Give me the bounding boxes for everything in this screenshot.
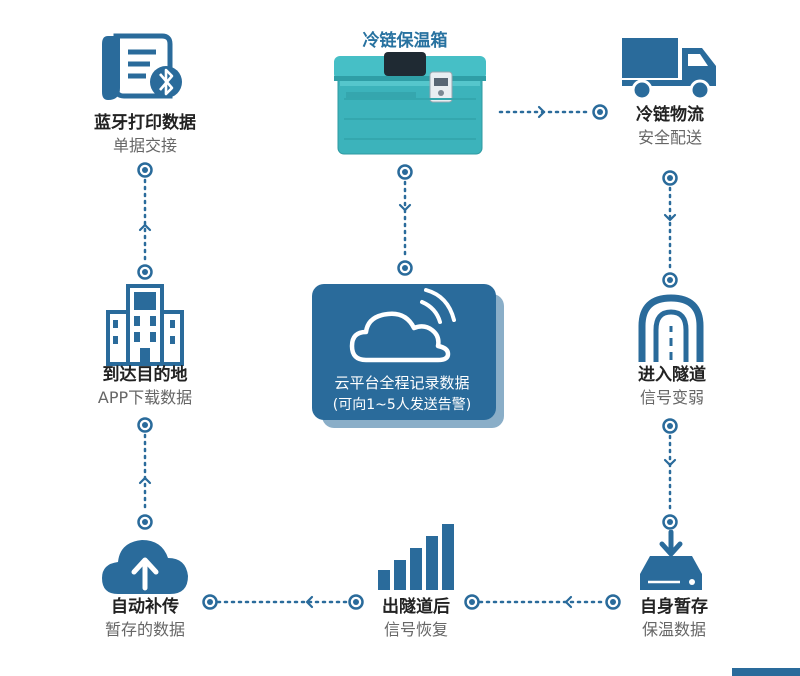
node-bluetooth-print: 蓝牙打印数据 单据交接 (65, 112, 225, 158)
connector-box-to-logistics (498, 104, 608, 120)
node-subtitle: 安全配送 (637, 128, 702, 147)
node-title: 冷链物流 (636, 105, 704, 125)
corner-bar (732, 668, 800, 676)
node-title: 自动补传 (111, 597, 179, 617)
node-arrive-destination: 到达目的地 APP下载数据 (65, 364, 225, 410)
node-subtitle: 保温数据 (641, 620, 706, 639)
connector-recover-to-upload (202, 594, 364, 610)
node-subtitle: 暂存的数据 (104, 620, 185, 639)
connector-logistics-to-tunnel (662, 170, 678, 288)
node-exit-tunnel: 出隧道后 信号恢复 (336, 596, 496, 642)
tunnel-icon (638, 294, 704, 362)
node-subtitle: 单据交接 (112, 136, 177, 155)
cooler-box-icon (334, 52, 486, 155)
cloud-platform-card (312, 284, 504, 428)
cloud-upload-icon (102, 540, 188, 594)
connector-tunnel-to-storage (662, 418, 678, 530)
node-title: 蓝牙打印数据 (94, 113, 196, 133)
node-cold-chain-logistics: 冷链物流 安全配送 (590, 104, 750, 150)
connector-upload-to-arrive (137, 417, 153, 530)
node-title: 到达目的地 (102, 365, 188, 385)
building-icon (106, 284, 184, 366)
node-subtitle: 信号变弱 (639, 388, 704, 407)
connector-box-to-cloud (397, 164, 413, 276)
bluetooth-print-icon (102, 33, 182, 100)
node-auto-upload: 自动补传 暂存的数据 (65, 596, 225, 642)
box-title: 冷链保温箱 (362, 31, 448, 51)
connector-arrive-to-bluetooth (137, 162, 153, 280)
cloud-wifi-icon (349, 288, 456, 363)
node-enter-tunnel: 进入隧道 信号变弱 (592, 364, 752, 410)
truck-icon (622, 38, 716, 101)
node-subtitle: APP下载数据 (97, 388, 193, 407)
node-self-storage: 自身暂存 保温数据 (594, 596, 754, 642)
storage-icon (640, 530, 702, 590)
cloud-text-line2: (可向1~5人发送告警) (332, 397, 472, 413)
signal-bars-icon (378, 524, 454, 590)
node-title: 进入隧道 (638, 365, 706, 385)
cloud-text-line1: 云平台全程记录数据 (334, 374, 470, 392)
node-title: 出隧道后 (382, 597, 450, 617)
node-title: 自身暂存 (640, 597, 708, 617)
connector-storage-to-recover (464, 594, 621, 610)
node-subtitle: 信号恢复 (383, 620, 448, 639)
